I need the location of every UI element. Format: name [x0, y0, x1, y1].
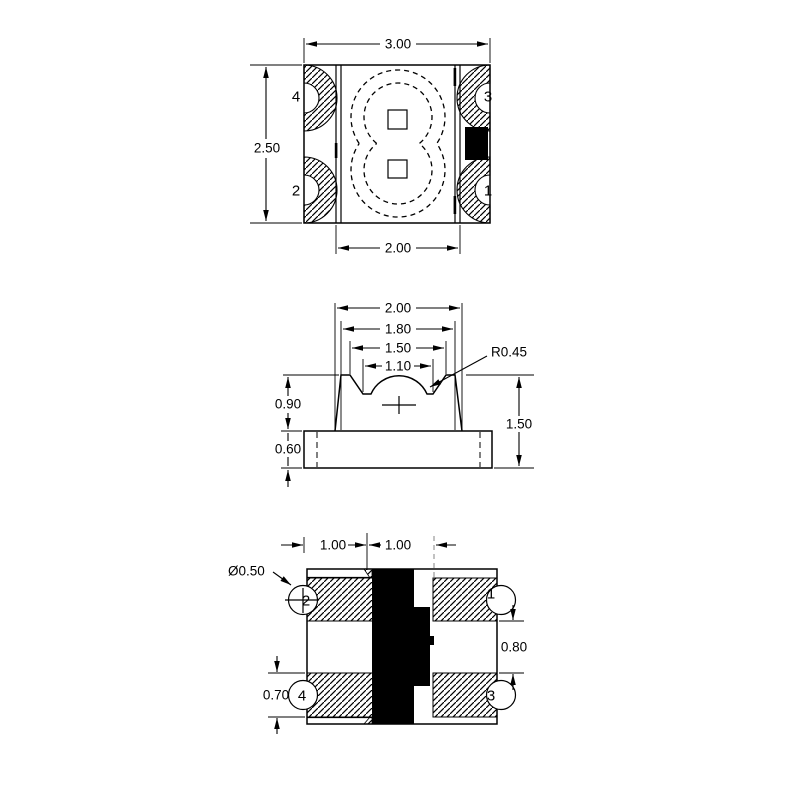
dim-side-base-height: 0.60	[275, 442, 301, 457]
dim-bottom-pad-gap: 0.80	[501, 640, 527, 655]
pad-wrap-wedge-top	[363, 568, 373, 579]
pad-1-label: 1	[484, 183, 492, 200]
dim-side-total-height: 1.50	[506, 417, 532, 432]
center-body-nub	[427, 636, 434, 645]
pad-2-label-bottom: 2	[302, 593, 310, 610]
dim-top-inner-width: 2.00	[385, 241, 411, 256]
dim-bottom-pitch-right: 1.00	[385, 538, 411, 553]
notch-1	[485, 584, 517, 616]
dim-side-body-width: 1.80	[385, 322, 411, 337]
pad-1-top	[456, 156, 491, 224]
dim-side-body-height: 0.90	[275, 397, 301, 412]
lens-contour-inner	[363, 82, 433, 205]
hidden-edge-tick	[453, 196, 457, 214]
dim-side-cup-top: 1.50	[385, 341, 411, 356]
dim-bottom-pitch-left: 1.00	[320, 538, 346, 553]
leader-line	[272, 571, 292, 586]
hidden-edge-tick	[453, 68, 457, 86]
base-outline-side	[303, 430, 493, 469]
pad-4-top	[303, 64, 338, 132]
pad-2-label: 2	[292, 183, 300, 200]
pad-4-label: 4	[292, 89, 300, 106]
dim-side-cup-bottom: 1.10	[385, 359, 411, 374]
dim-lens-radius: R0.45	[491, 345, 527, 360]
pad-4-label-bottom: 4	[298, 688, 306, 705]
dim-top-height: 2.50	[254, 141, 280, 156]
cathode-mark	[465, 127, 488, 160]
notch-4	[287, 679, 319, 711]
pad-3-label: 3	[484, 89, 492, 106]
package-outline-top	[303, 64, 491, 224]
chip-top	[387, 109, 408, 130]
pad-1-label-bottom: 1	[487, 586, 495, 603]
pad-3-label-bottom: 3	[487, 688, 495, 705]
body-outline-side	[334, 374, 463, 432]
bottom-view: 2 1 4 3 1.00 1.00 Ø0.50 0.80 0.70	[228, 533, 527, 734]
notch-3	[485, 679, 517, 711]
pad-2-top	[303, 156, 338, 224]
dim-side-top-width: 2.00	[385, 301, 411, 316]
top-view: 4 2 3 1 3.00 2.50 2.00	[250, 37, 492, 256]
dim-bottom-pad-width: 0.70	[263, 688, 289, 703]
side-view: 2.00 1.80 1.50 1.10 R0.45 0.90 0.60	[275, 301, 534, 487]
dim-top-width: 3.00	[385, 37, 411, 52]
hidden-edge-tick	[334, 143, 338, 158]
chip-bottom	[387, 159, 408, 179]
dim-notch-diameter: Ø0.50	[228, 564, 265, 579]
center-body-mark	[372, 569, 430, 724]
lens-contour-outer	[350, 69, 446, 218]
leader-line	[429, 355, 488, 388]
